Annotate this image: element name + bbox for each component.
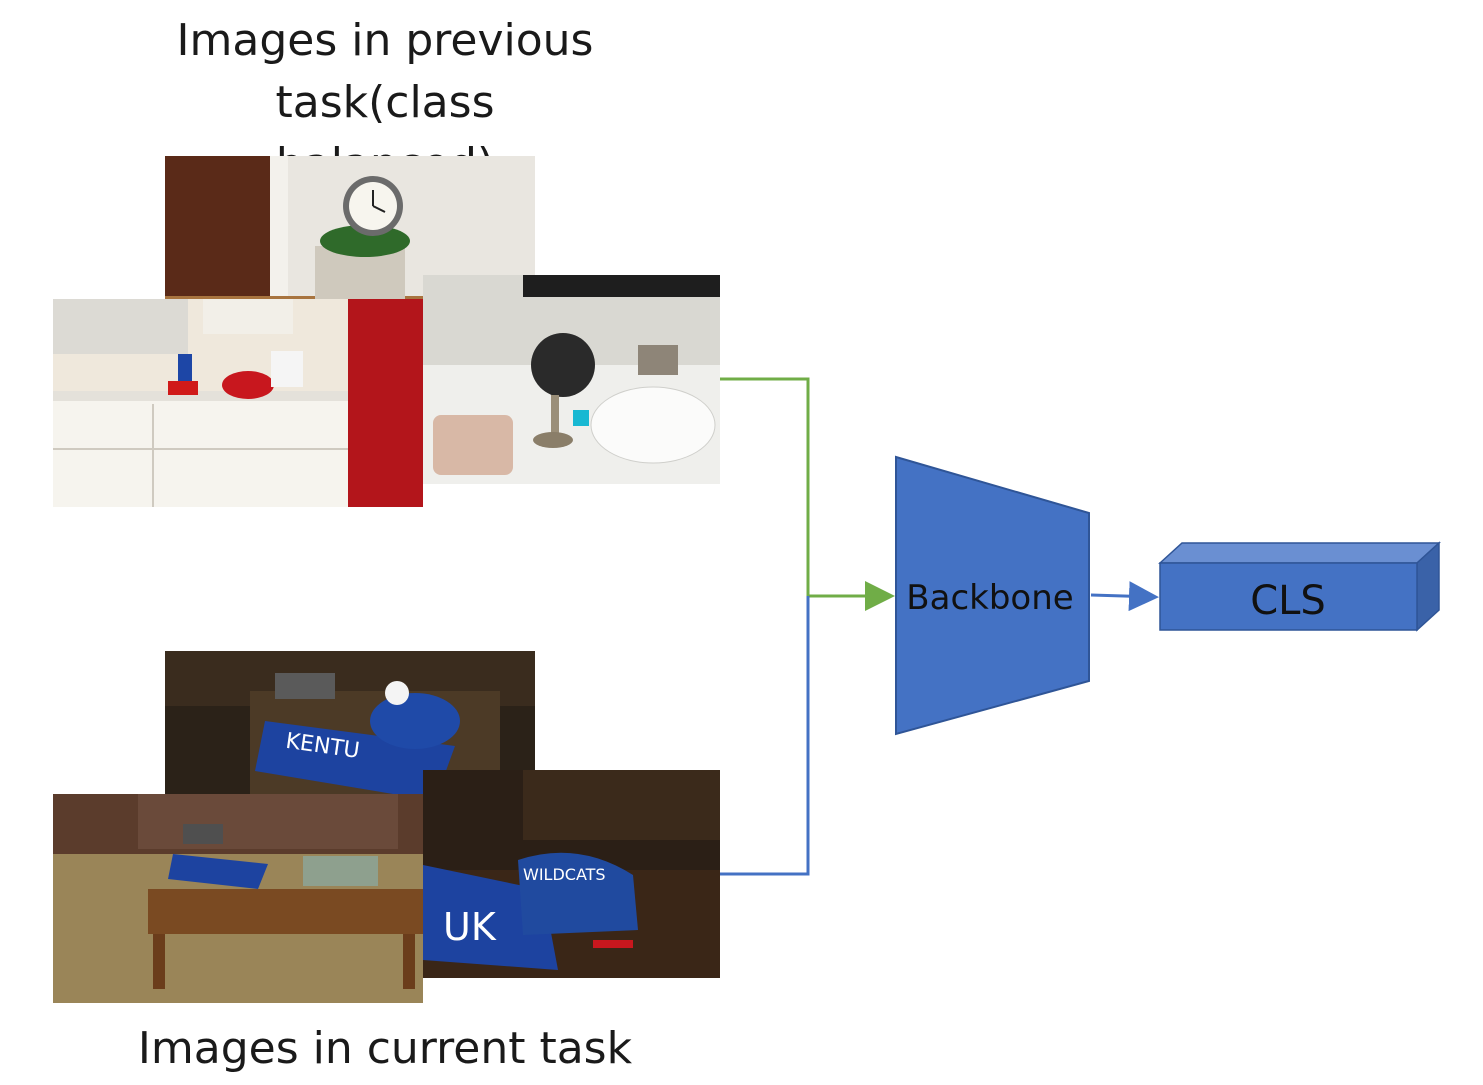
kitchen-kettle-photo — [53, 299, 423, 507]
previous-task-title-line1: Images in previous task(class — [176, 15, 594, 128]
backbone-to-cls-arrow — [1090, 581, 1159, 612]
svg-text:UK: UK — [443, 905, 497, 949]
living-room-table-photo — [53, 794, 423, 1003]
bathroom-sink-photo — [423, 275, 720, 484]
wildcats-hat-photo: UK WILDCATS — [423, 770, 720, 978]
current-task-title: Images in current task — [137, 1023, 633, 1074]
backbone-label: Backbone — [906, 578, 1073, 618]
cls-block — [1158, 541, 1441, 632]
cls-label: CLS — [1250, 578, 1326, 624]
previous-task-connector — [720, 377, 895, 611]
current-task-connector — [720, 596, 810, 876]
svg-text:WILDCATS: WILDCATS — [523, 865, 606, 884]
backbone-block — [895, 455, 1090, 736]
